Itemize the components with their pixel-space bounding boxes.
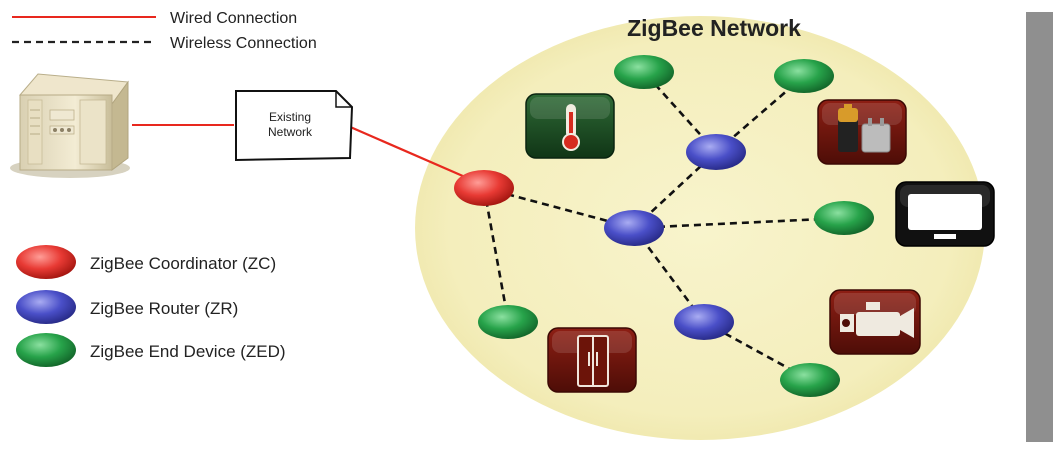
zigbee-coordinator-node — [454, 170, 514, 206]
wired-link-network-coordinator — [347, 124, 473, 182]
legend-coordinator-swatch — [16, 245, 76, 279]
network-nodes — [454, 55, 874, 397]
zigbee-router-node-top — [686, 134, 746, 170]
legend-coordinator-label: ZigBee Coordinator (ZC) — [90, 254, 276, 273]
legend-wireless-label: Wireless Connection — [170, 35, 317, 52]
refrigerator-icon — [547, 327, 637, 393]
zigbee-end-device-node-bottom-left — [478, 305, 538, 339]
zigbee-end-device-node-top-left — [614, 55, 674, 89]
legend-router-label: ZigBee Router (ZR) — [90, 299, 238, 318]
zigbee-router-node-bottom — [674, 304, 734, 340]
server-tower-icon — [10, 73, 130, 178]
node-legend: ZigBee Coordinator (ZC) ZigBee Router (Z… — [16, 245, 286, 367]
zigbee-router-node-center — [604, 210, 664, 246]
zigbee-end-device-node-top-right — [774, 59, 834, 93]
video-camera-icon — [829, 289, 921, 355]
wireless-link-zc-zed-bottom-left — [482, 187, 510, 321]
zigbee-end-device-node-bottom-right — [780, 363, 840, 397]
legend-end-device-label: ZigBee End Device (ZED) — [90, 342, 286, 361]
legend-wired-label: Wired Connection — [170, 10, 297, 27]
existing-network-document: Existing Network — [235, 90, 354, 162]
television-icon — [895, 181, 995, 247]
diagram-title: ZigBee Network — [627, 15, 801, 41]
existing-network-label-line1: Existing — [269, 110, 311, 124]
legend-end-device-swatch — [16, 333, 76, 367]
side-bar — [1026, 12, 1053, 442]
existing-network-label-line2: Network — [268, 125, 313, 139]
battery-charger-icon — [817, 99, 907, 165]
thermometer-icon — [525, 93, 615, 159]
legend-router-swatch — [16, 290, 76, 324]
zigbee-end-device-node-right — [814, 201, 874, 235]
